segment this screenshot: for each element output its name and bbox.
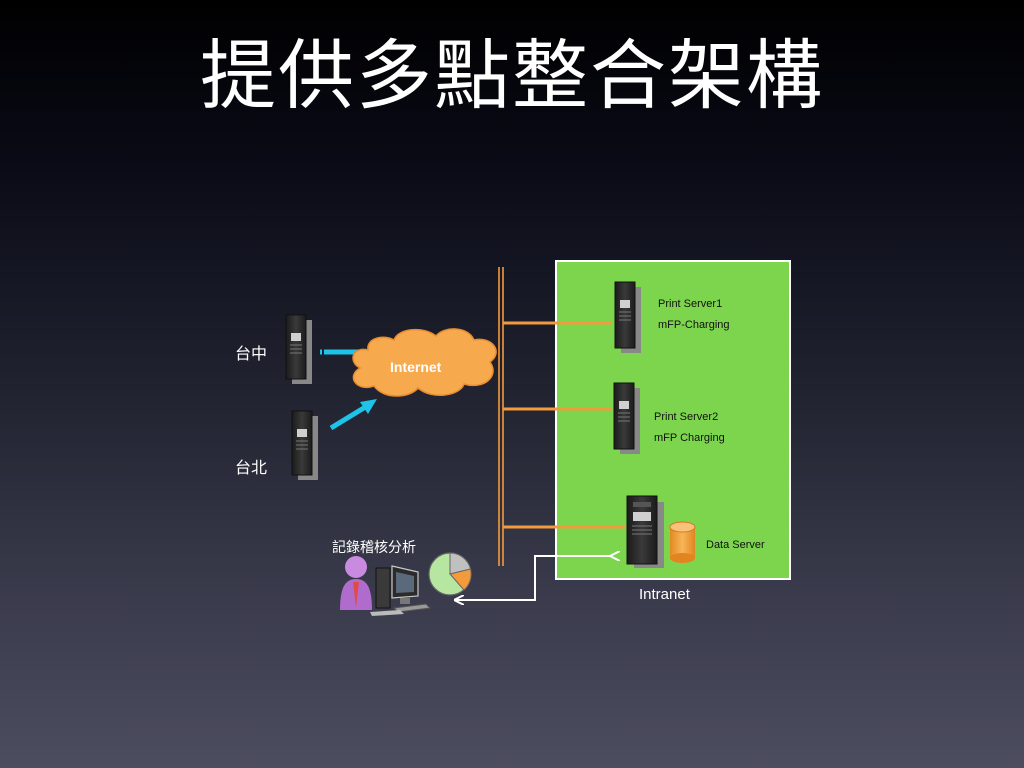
slide-title: 提供多點整合架構 bbox=[200, 31, 824, 120]
audit-analysis-label: 記錄稽核分析 bbox=[332, 539, 416, 555]
intranet-label: Intranet bbox=[639, 586, 690, 603]
print-server2-desc: mFP Charging bbox=[654, 432, 725, 444]
data-server-icon bbox=[626, 495, 664, 568]
computer-icon bbox=[370, 565, 432, 616]
taipei-server-icon bbox=[291, 410, 318, 480]
taichung-server-icon bbox=[285, 314, 312, 384]
print-server2-name: Print Server2 bbox=[654, 411, 719, 423]
print-server1-icon bbox=[614, 281, 641, 353]
backbone-line bbox=[498, 267, 504, 566]
user-icon bbox=[340, 556, 372, 610]
internet-label: Internet bbox=[390, 359, 442, 375]
audit-link-arrow bbox=[456, 556, 612, 600]
taipei-arrow bbox=[329, 399, 377, 431]
data-server-name: Data Server bbox=[706, 539, 765, 551]
taipei-label: 台北 bbox=[235, 460, 268, 477]
pie-chart-icon bbox=[428, 552, 472, 596]
print-server1-desc: mFP-Charging bbox=[658, 319, 730, 331]
print-server2-icon bbox=[613, 382, 640, 454]
internet-cloud bbox=[352, 328, 497, 397]
print-server1-name: Print Server1 bbox=[658, 298, 723, 310]
database-icon bbox=[669, 521, 696, 563]
taichung-label: 台中 bbox=[235, 346, 268, 363]
